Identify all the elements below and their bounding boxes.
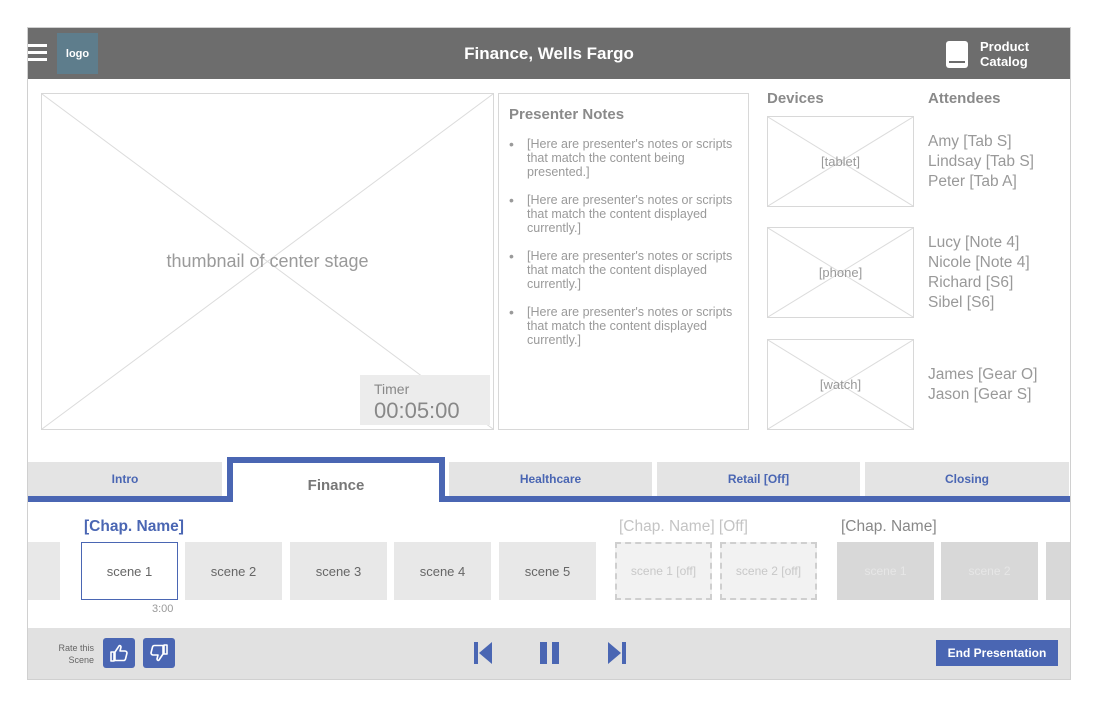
attendee: Peter [Tab A] — [928, 173, 1017, 190]
scene-previous-partial[interactable] — [28, 542, 60, 600]
tab-retail[interactable]: Retail [Off] — [657, 462, 860, 496]
placeholder-cross-icon — [768, 117, 913, 206]
scene-duration: 3:00 — [152, 603, 174, 615]
attendee: Richard [S6] — [928, 274, 1014, 291]
tab-healthcare[interactable]: Healthcare — [449, 462, 652, 496]
chapter-name-current: [Chap. Name] — [84, 518, 184, 535]
note-item: •[Here are presenter's notes or scripts … — [509, 248, 733, 291]
device-tablet[interactable]: [tablet] — [767, 116, 914, 207]
scene-next-partial[interactable] — [1046, 542, 1070, 600]
attendee-group-tablet: Amy [Tab S] Lindsay [Tab S] Peter [Tab A… — [928, 132, 1034, 192]
device-label: [watch] — [819, 377, 862, 392]
placeholder-cross-icon — [768, 228, 913, 317]
scene-card-next[interactable]: scene 1 — [837, 542, 934, 600]
attendee: Nicole [Note 4] — [928, 254, 1030, 271]
product-catalog-button[interactable]: Product Catalog — [946, 39, 1040, 69]
devices-title: Devices — [767, 90, 824, 107]
scene-card-active[interactable]: scene 1 — [81, 542, 178, 600]
header-bar: logo Finance, Wells Fargo Product Catalo… — [28, 28, 1070, 79]
scene-card[interactable]: scene 4 — [394, 542, 491, 600]
scene-card-off[interactable]: scene 2 [off] — [720, 542, 817, 600]
attendee: James [Gear O] — [928, 366, 1038, 383]
end-presentation-button[interactable]: End Presentation — [936, 640, 1058, 666]
previous-scene-button[interactable] — [473, 641, 493, 670]
attendee: Sibel [S6] — [928, 294, 995, 311]
thumbs-down-icon — [150, 644, 168, 662]
attendee: Jason [Gear S] — [928, 386, 1032, 403]
note-item: •[Here are presenter's notes or scripts … — [509, 304, 733, 347]
thumbs-down-button[interactable] — [143, 638, 175, 668]
bottom-control-bar: Rate this Scene — [28, 628, 1070, 679]
attendees-title: Attendees — [928, 90, 1001, 107]
scene-card[interactable]: scene 2 — [185, 542, 282, 600]
tab-intro[interactable]: Intro — [28, 462, 222, 496]
attendee: Lucy [Note 4] — [928, 234, 1020, 251]
attendee-group-watch: James [Gear O] Jason [Gear S] — [928, 365, 1037, 405]
center-stage-thumbnail[interactable]: thumbnail of center stage Timer 00:05:00 — [41, 93, 494, 430]
timer-value: 00:05:00 — [374, 398, 460, 423]
thumbs-up-button[interactable] — [103, 638, 135, 668]
app-frame: logo Finance, Wells Fargo Product Catalo… — [27, 27, 1071, 680]
scene-card[interactable]: scene 5 — [499, 542, 596, 600]
product-catalog-label: Product Catalog — [980, 39, 1030, 69]
next-scene-button[interactable] — [607, 641, 627, 670]
scene-card-next[interactable]: scene 2 — [941, 542, 1038, 600]
device-label: [tablet] — [820, 154, 861, 169]
pause-button[interactable] — [539, 641, 561, 670]
timer: Timer 00:05:00 — [360, 375, 490, 425]
scene-card-off[interactable]: scene 1 [off] — [615, 542, 712, 600]
note-item: •[Here are presenter's notes or scripts … — [509, 192, 733, 235]
skip-next-icon — [608, 642, 626, 664]
device-phone[interactable]: [phone] — [767, 227, 914, 318]
page-title: Finance, Wells Fargo — [464, 44, 634, 63]
tab-baseline — [28, 496, 1070, 502]
chapter-name-off: [Chap. Name] [Off] — [619, 518, 748, 535]
logo: logo — [57, 33, 98, 74]
placeholder-cross-icon — [42, 94, 493, 429]
presenter-notes-title: Presenter Notes — [509, 106, 625, 123]
attendee-group-phone: Lucy [Note 4] Nicole [Note 4] Richard [S… — [928, 233, 1030, 313]
attendee: Amy [Tab S] — [928, 133, 1012, 150]
menu-icon[interactable] — [28, 44, 47, 62]
placeholder-cross-icon — [768, 340, 913, 429]
attendee: Lindsay [Tab S] — [928, 153, 1034, 170]
rate-scene-label: Rate this Scene — [58, 643, 94, 665]
stage-label: thumbnail of center stage — [166, 251, 369, 271]
device-watch[interactable]: [watch] — [767, 339, 914, 430]
scene-card[interactable]: scene 3 — [290, 542, 387, 600]
device-label: [phone] — [818, 265, 863, 280]
catalog-icon — [946, 40, 968, 68]
presenter-notes-panel: Presenter Notes •[Here are presenter's n… — [498, 93, 749, 430]
thumbs-up-icon — [110, 644, 128, 662]
section-tabs: Intro Finance Healthcare Retail [Off] Cl… — [28, 457, 1070, 502]
tab-finance[interactable]: Finance — [227, 457, 445, 502]
chapter-name-next: [Chap. Name] — [841, 518, 937, 535]
pause-icon — [540, 642, 559, 664]
note-item: •[Here are presenter's notes or scripts … — [509, 136, 733, 179]
skip-previous-icon — [474, 642, 492, 664]
timer-label: Timer — [374, 381, 410, 397]
tab-closing[interactable]: Closing — [865, 462, 1069, 496]
